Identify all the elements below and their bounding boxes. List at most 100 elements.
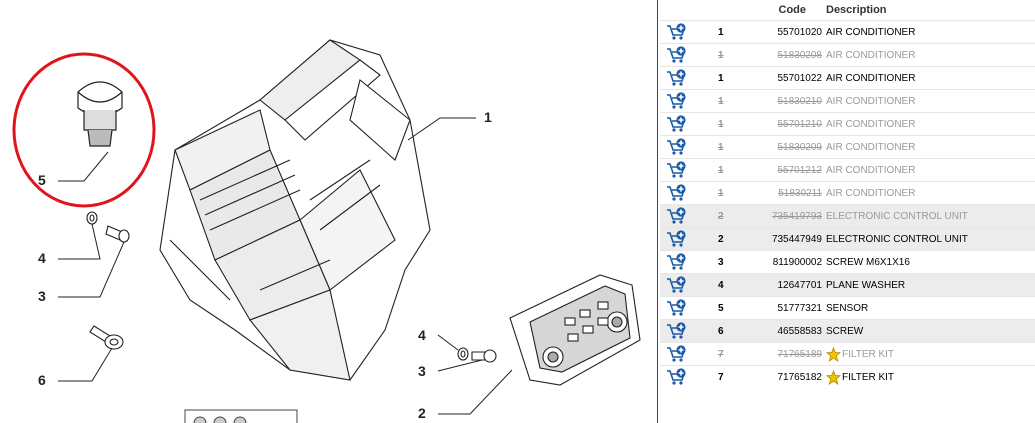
ref-cell: 7 [700,365,760,388]
description-text: SCREW [826,325,864,337]
add-to-cart-icon[interactable] [666,299,688,317]
add-to-cart-icon[interactable] [666,161,688,179]
ref-cell: 4 [700,273,760,297]
cart-cell [660,250,700,274]
description-text: AIR CONDITIONER [826,72,916,84]
callout-3: 3 [38,288,46,304]
ref-cell: 1 [700,43,760,67]
add-to-cart-icon[interactable] [666,345,688,363]
panel-divider [657,0,658,423]
hvac-unit-part-1[interactable] [159,39,431,381]
description-cell: AIR CONDITIONER [826,158,1035,182]
code-cell[interactable]: 55701020 [760,20,826,44]
code-cell[interactable]: 51777321 [760,296,826,320]
sensor-part-5[interactable] [77,81,123,147]
header-ref [700,0,760,21]
washer-part-4[interactable] [86,211,98,225]
screw-part-3[interactable] [105,225,130,243]
add-to-cart-icon[interactable] [666,276,688,294]
description-cell: SENSOR [826,296,1035,320]
description-cell: AIR CONDITIONER [826,181,1035,205]
description-text: AIR CONDITIONER [826,95,916,107]
ref-cell: 1 [700,89,760,113]
screw-part-3-right[interactable] [471,349,497,363]
code-cell[interactable]: 811900002 [760,250,826,274]
ref-cell: 3 [700,250,760,274]
cart-cell [660,20,700,44]
add-to-cart-icon[interactable] [666,92,688,110]
description-text: PLANE WASHER [826,279,906,291]
add-to-cart-icon[interactable] [666,46,688,64]
callout-2: 2 [418,405,426,421]
callout-1: 1 [484,109,492,125]
cart-cell [660,135,700,159]
code-cell[interactable]: 55701212 [760,158,826,182]
description-text: AIR CONDITIONER [826,141,916,153]
ref-cell: 1 [700,181,760,205]
cart-cell [660,273,700,297]
description-text: AIR CONDITIONER [826,49,916,61]
code-cell[interactable]: 55701210 [760,112,826,136]
code-cell[interactable]: 71765182 [760,365,826,388]
code-cell[interactable]: 51830208 [760,43,826,67]
ref-cell: 1 [700,66,760,90]
add-to-cart-icon[interactable] [666,115,688,133]
cart-cell [660,112,700,136]
cart-cell [660,319,700,343]
description-cell: AIR CONDITIONER [826,43,1035,67]
add-to-cart-icon[interactable] [666,184,688,202]
description-cell: AIR CONDITIONER [826,135,1035,159]
description-cell: AIR CONDITIONER [826,66,1035,90]
code-cell[interactable]: 51830210 [760,89,826,113]
description-text: FILTER KIT [842,348,895,360]
code-cell[interactable]: 71765189 [760,342,826,366]
cart-cell [660,365,700,388]
code-cell[interactable]: 735419793 [760,204,826,228]
control-unit-part-2[interactable] [509,274,641,386]
add-to-cart-icon[interactable] [666,322,688,340]
washer-part-4-right[interactable] [457,347,469,361]
star-icon [825,369,842,385]
code-cell[interactable]: 51830209 [760,135,826,159]
code-cell[interactable]: 55701022 [760,66,826,90]
description-cell: AIR CONDITIONER [826,89,1035,113]
header-cart [660,0,700,21]
callout-4: 4 [38,250,46,266]
add-to-cart-icon[interactable] [666,230,688,248]
diagram-thumbnail[interactable] [184,409,298,423]
header-description: Description [826,4,887,16]
add-to-cart-icon[interactable] [666,253,688,271]
add-to-cart-icon[interactable] [666,23,688,41]
code-cell[interactable]: 12647701 [760,273,826,297]
description-cell: SCREW [826,319,1035,343]
parts-diagram: 1 2 3 4 5 6 4 3 [12,39,641,423]
code-cell[interactable]: 51830211 [760,181,826,205]
cart-cell [660,66,700,90]
cart-cell [660,296,700,320]
table-header: Code Description [660,0,1035,21]
cart-cell [660,158,700,182]
add-to-cart-icon[interactable] [666,207,688,225]
add-to-cart-icon[interactable] [666,368,688,386]
ref-cell: 1 [700,112,760,136]
screw-part-6[interactable] [89,325,124,350]
ref-cell: 6 [700,319,760,343]
callout-6: 6 [38,372,46,388]
ref-cell: 2 [700,204,760,228]
add-to-cart-icon[interactable] [666,138,688,156]
description-text: AIR CONDITIONER [826,118,916,130]
code-cell[interactable]: 735447949 [760,227,826,251]
description-cell: SCREW M6X1X16 [826,250,1035,274]
code-cell[interactable]: 46558583 [760,319,826,343]
header-code: Code [778,4,807,16]
add-to-cart-icon[interactable] [666,69,688,87]
